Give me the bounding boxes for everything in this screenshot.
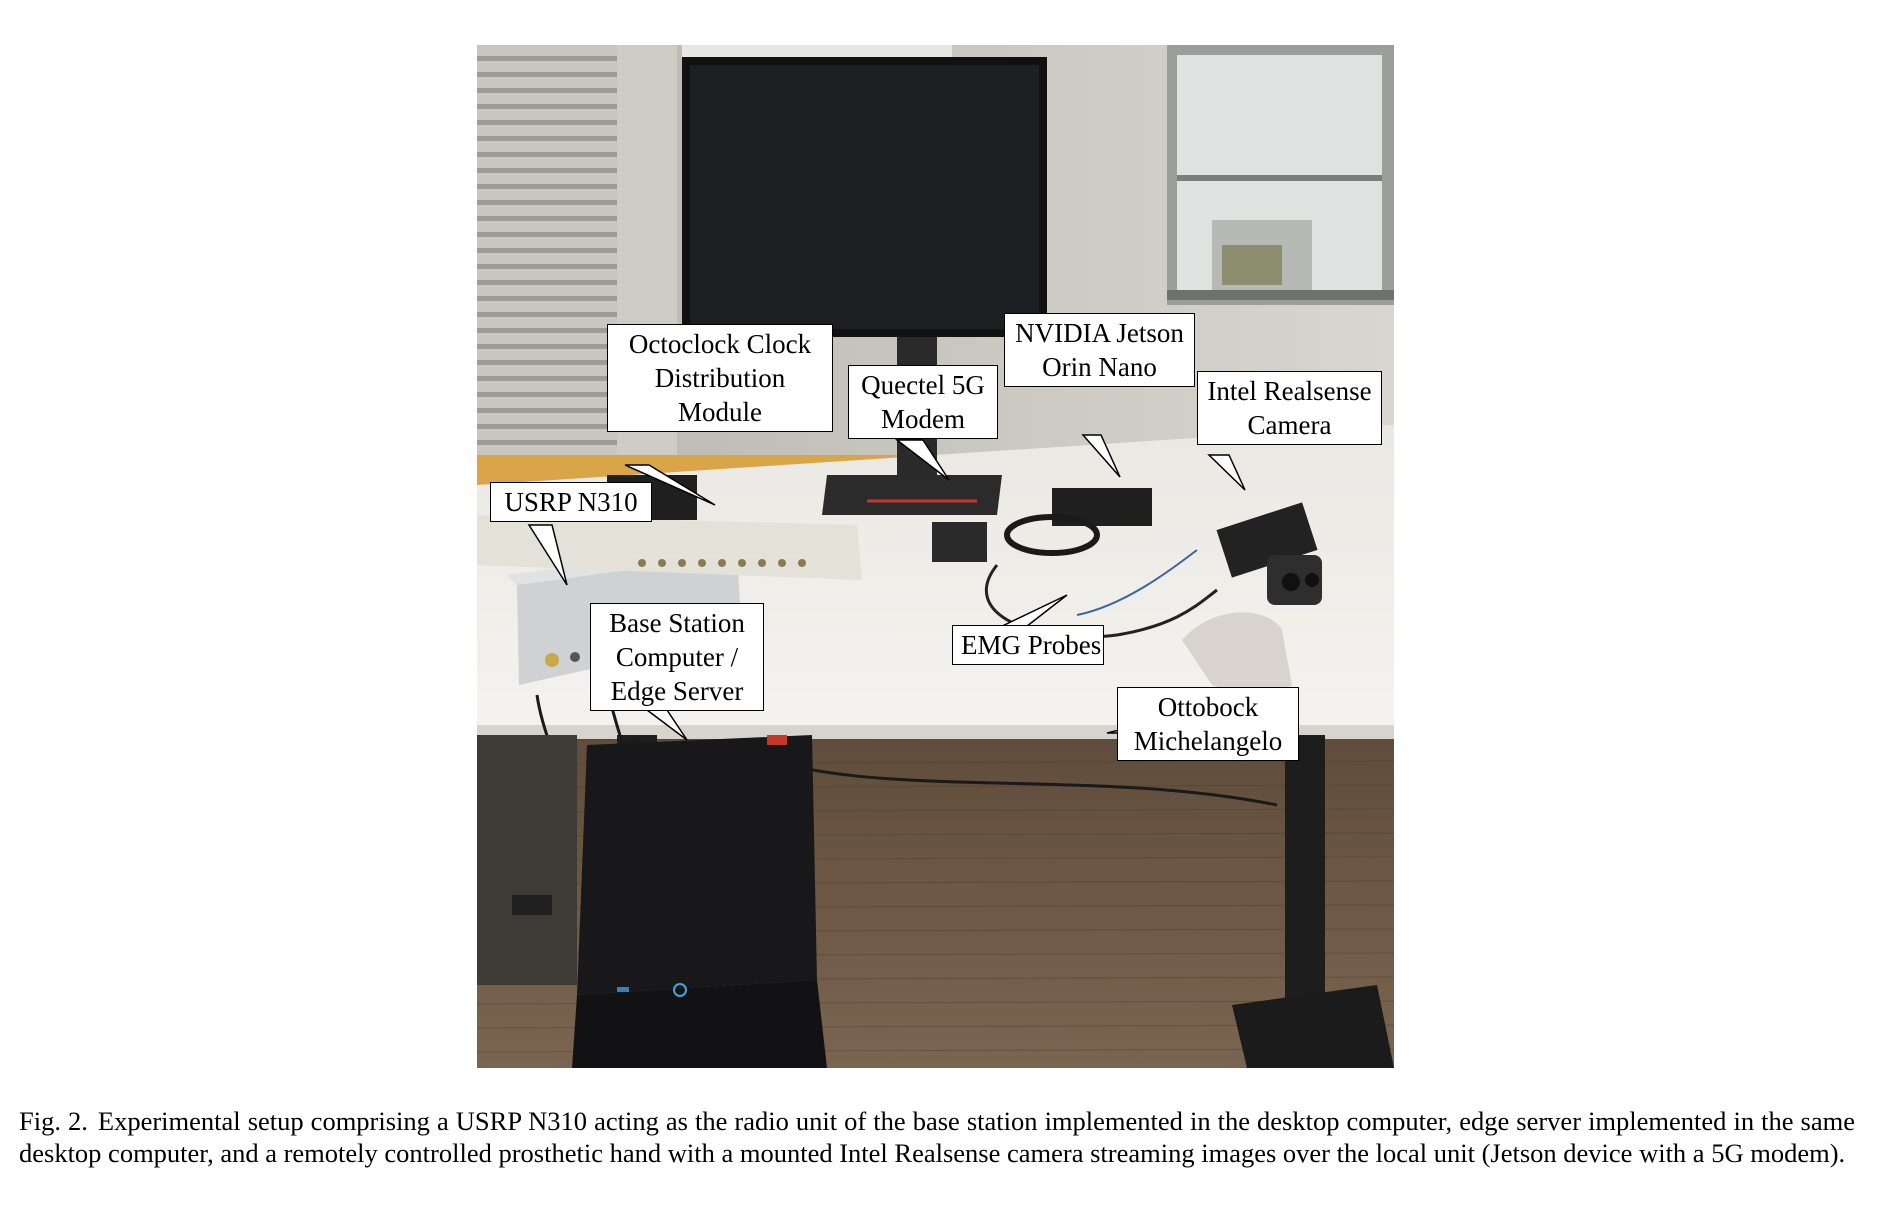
- realsense-camera: [1216, 502, 1318, 578]
- label-emg-probes: EMG Probes: [952, 625, 1104, 665]
- caption-text: Experimental setup comprising a USRP N31…: [19, 1106, 1855, 1168]
- desk-leg-right: [1285, 735, 1325, 1005]
- label-realsense: Intel Realsense Camera: [1197, 371, 1382, 445]
- pc-tower-front: [572, 980, 827, 1068]
- prosthetic-hand: [1182, 612, 1292, 695]
- figure-number: Fig. 2.: [19, 1106, 88, 1136]
- figure-caption: Fig. 2.Experimental setup comprising a U…: [19, 1105, 1855, 1169]
- pc-tower-top: [577, 735, 817, 995]
- photo-scene: [477, 45, 1394, 1068]
- label-octoclock: Octoclock Clock Distribution Module: [607, 324, 833, 432]
- experimental-setup-photo: Octoclock Clock Distribution Module Quec…: [477, 45, 1394, 1068]
- label-usrp: USRP N310: [490, 482, 652, 522]
- label-quectel: Quectel 5G Modem: [848, 365, 998, 439]
- quectel-modem: [932, 522, 987, 562]
- label-jetson: NVIDIA Jetson Orin Nano: [1004, 313, 1195, 387]
- label-base-station: Base Station Computer / Edge Server: [590, 603, 764, 711]
- label-ottobock: Ottobock Michelangelo: [1117, 687, 1299, 761]
- window-blinds: [477, 45, 617, 475]
